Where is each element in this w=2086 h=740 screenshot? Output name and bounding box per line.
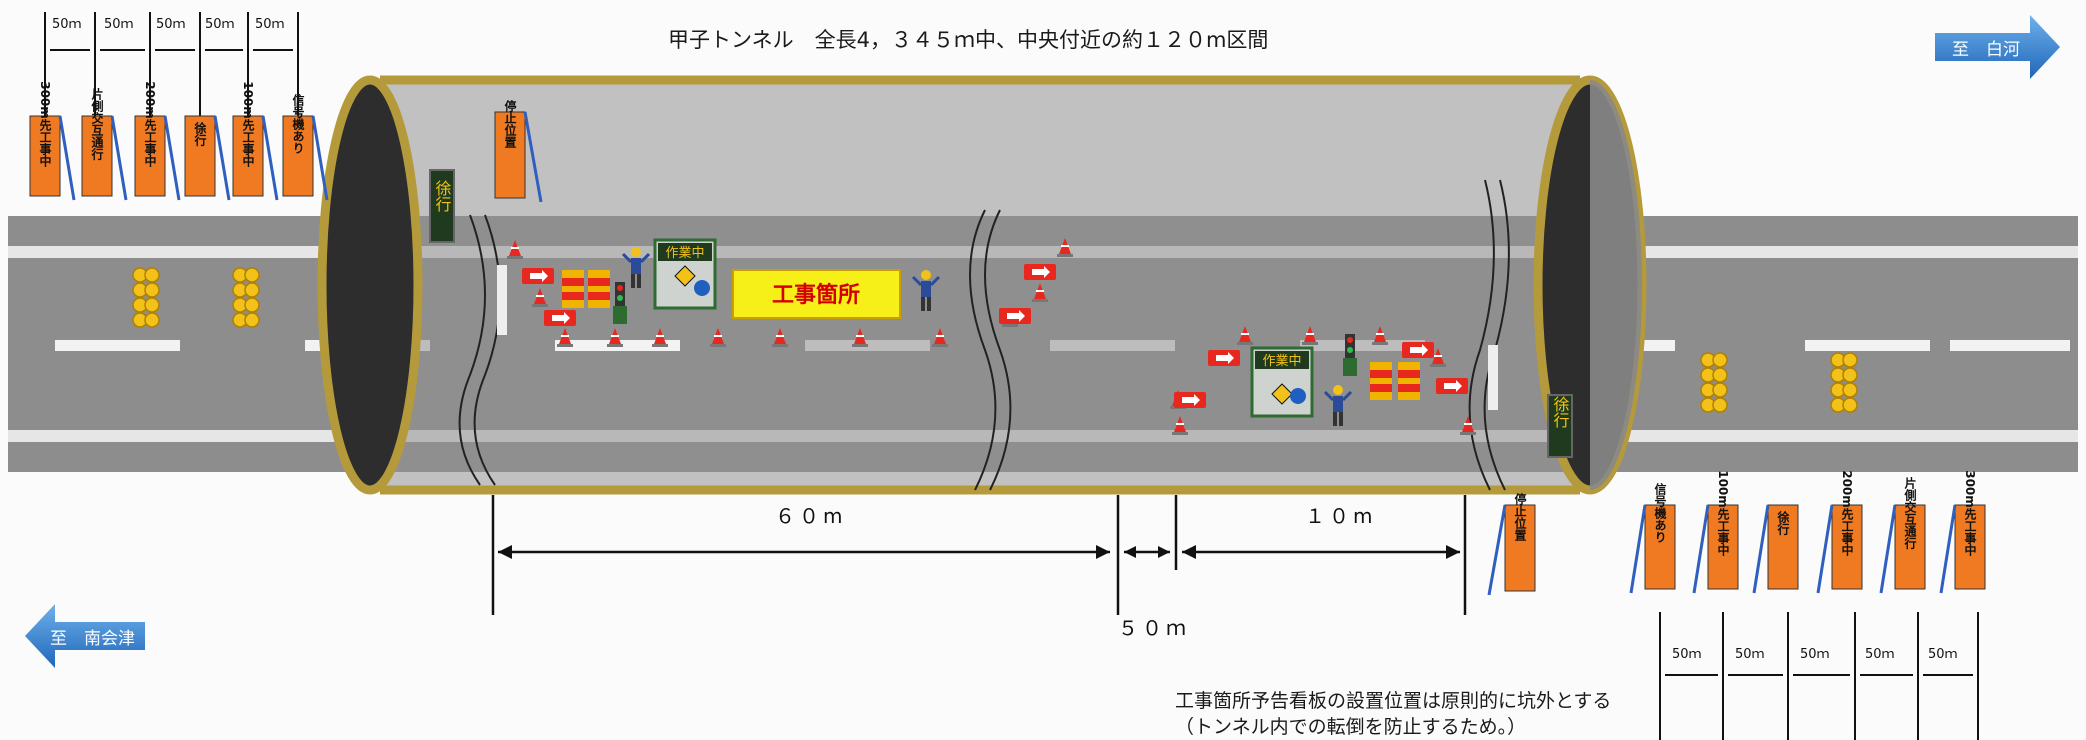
left-sign-3: 200m先工事中 <box>143 81 157 167</box>
stop-position-sign-left: 停止位置 <box>494 99 543 203</box>
slow-sign-right-text: 徐行 <box>1551 396 1570 429</box>
right-spacing-1: 50ｍ <box>1672 647 1702 662</box>
note-line-2: （トンネル内での転倒を防止するため。） <box>1175 716 1526 738</box>
direction-arrow-right: 至 白河 <box>1935 15 2060 79</box>
diagram-title: 甲子トンネル 全長4，３４５ｍ中、中央付近の約１２０m区間 <box>668 28 1268 52</box>
stop-position-sign-right: 停止位置 <box>1487 492 1536 596</box>
left-sign-5: 100m先工事中 <box>241 81 255 167</box>
right-advance-signs: 停止位置 信号機あり 100m先工事中 徐行 200m先工事中 片側交互通行 3… <box>1487 470 1986 740</box>
right-sign-boards: 信号機あり 100m先工事中 徐行 200m先工事中 片側交互通行 300m先工… <box>1629 470 1986 594</box>
right-sign-3: 徐行 <box>1776 510 1790 536</box>
direction-arrow-left: 至 南会津 <box>25 604 145 668</box>
left-spacing-3: 50ｍ <box>156 17 186 32</box>
stop-position-right-text: 停止位置 <box>1513 492 1527 541</box>
left-sign-boards: 300m先工事中 片側交互通行 200m先工事中 徐行 100m先工事中 信号機… <box>29 81 329 201</box>
left-spacing-4: 50ｍ <box>205 17 235 32</box>
right-sign-5: 片側交互通行 <box>1903 476 1917 550</box>
construction-site-board-text: 工事箇所 <box>772 282 860 308</box>
slow-sign-left: 徐行 <box>429 169 455 243</box>
dimension-50m-label: ５０ｍ <box>1118 616 1190 640</box>
right-sign-2: 100m先工事中 <box>1716 470 1730 556</box>
dimension-10m-label: １０m <box>1305 504 1376 528</box>
right-sign-6: 300m先工事中 <box>1963 470 1977 556</box>
tunnel-portal-left <box>317 75 423 495</box>
slow-sign-right: 徐行 <box>1547 394 1573 458</box>
right-sign-4: 200m先工事中 <box>1840 470 1854 556</box>
left-sign-2: 片側交互通行 <box>90 87 104 161</box>
stop-position-left-text: 停止位置 <box>503 99 517 148</box>
left-sign-4: 徐行 <box>193 121 207 147</box>
work-board-lower: 作業中 <box>1250 346 1314 418</box>
right-spacing-4: 50ｍ <box>1865 647 1895 662</box>
construction-site-board: 工事箇所 <box>732 269 901 319</box>
dimension-lines <box>491 495 1467 615</box>
left-sign-6: 信号機あり <box>291 93 305 154</box>
left-spacing-2: 50ｍ <box>104 17 134 32</box>
work-board-upper: 作業中 <box>653 238 717 310</box>
left-spacing-5: 50ｍ <box>255 17 285 32</box>
work-board-lower-text: 作業中 <box>1262 353 1301 369</box>
work-zone-lower: 作業中 <box>1170 326 1498 435</box>
left-spacing-1: 50ｍ <box>52 17 82 32</box>
direction-right-label: 至 白河 <box>1952 40 2020 60</box>
left-sign-1: 300m先工事中 <box>38 81 52 167</box>
right-spacing-2: 50ｍ <box>1735 647 1765 662</box>
right-spacing-5: 50ｍ <box>1928 647 1958 662</box>
slow-sign-left-text: 徐行 <box>433 180 452 213</box>
right-sign-1: 信号機あり <box>1653 482 1667 543</box>
dimension-60m-label: ６０m <box>775 504 846 528</box>
work-zone-upper: 作業中 <box>497 238 1073 351</box>
break-marks <box>458 179 1510 491</box>
note-line-1: 工事箇所予告看板の設置位置は原則的に坑外とする <box>1175 690 1611 712</box>
left-advance-signs: 50ｍ 50ｍ 50ｍ 50ｍ 50ｍ 300m先工事中 片側交互通行 200m… <box>29 12 543 203</box>
direction-left-label: 至 南会津 <box>50 629 135 649</box>
work-board-upper-text: 作業中 <box>665 245 704 261</box>
right-spacing-3: 50ｍ <box>1800 647 1830 662</box>
